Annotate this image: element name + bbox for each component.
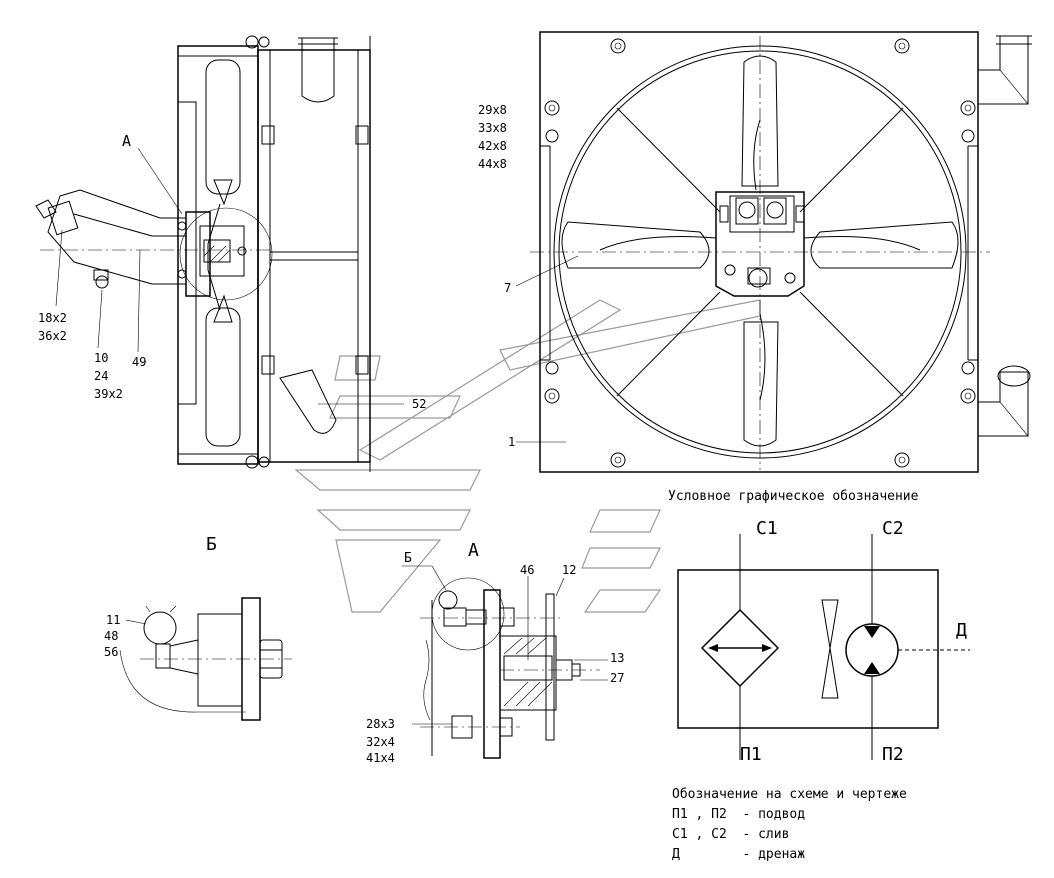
pos-1-label: 1	[508, 435, 515, 449]
detail-a-title: А	[468, 540, 479, 561]
pos-13-label: 13	[610, 651, 624, 665]
pos-48-label: 48	[104, 629, 118, 643]
pos-28-label: 28х3	[366, 717, 395, 731]
side-view	[35, 35, 404, 472]
holes-29-label: 29х8	[478, 103, 507, 117]
symbol-c2: С2	[882, 518, 904, 539]
symbol-d: Д	[956, 620, 967, 641]
hydraulic-symbol	[677, 534, 970, 760]
pos-18-label: 18х2	[38, 311, 67, 325]
pos-46-label: 46	[520, 563, 534, 577]
detail-b	[119, 597, 292, 721]
legend-row-drain: С1 , С2 - слив	[672, 827, 789, 842]
pos-12-label: 12	[562, 563, 576, 577]
pos-24-label: 24	[94, 369, 108, 383]
pos-11-label: 11	[106, 613, 120, 627]
watermark	[294, 299, 761, 613]
holes-33-label: 33х8	[478, 121, 507, 135]
pos-36-label: 36х2	[38, 329, 67, 343]
pos-56-label: 56	[104, 645, 118, 659]
symbol-p1: П1	[740, 744, 762, 765]
symbol-c1: С1	[756, 518, 778, 539]
legend-title: Обозначение на схеме и чертеже	[672, 787, 907, 802]
symbol-caption: Условное графическое обозначение	[668, 489, 919, 504]
pos-7-label: 7	[504, 281, 511, 295]
legend-row-supply: П1 , П2 - подвод	[672, 807, 805, 822]
holes-44-label: 44х8	[478, 157, 507, 171]
holes-42-label: 42х8	[478, 139, 507, 153]
pos-39-label: 39х2	[94, 387, 123, 401]
pos-10-label: 10	[94, 351, 108, 365]
ref-b-label: Б	[404, 551, 412, 566]
view-a-label: А	[122, 132, 131, 150]
pos-27-label: 27	[610, 671, 624, 685]
detail-a	[402, 565, 608, 759]
detail-b-title: Б	[206, 534, 217, 555]
pos-32-label: 32х4	[366, 735, 395, 749]
pos-52-label: 52	[412, 397, 426, 411]
symbol-p2: П2	[882, 744, 904, 765]
front-view	[515, 31, 1032, 473]
pos-49-label: 49	[132, 355, 146, 369]
pos-41-label: 41х4	[366, 751, 395, 765]
legend-row-leakage: Д - дренаж	[672, 847, 805, 862]
